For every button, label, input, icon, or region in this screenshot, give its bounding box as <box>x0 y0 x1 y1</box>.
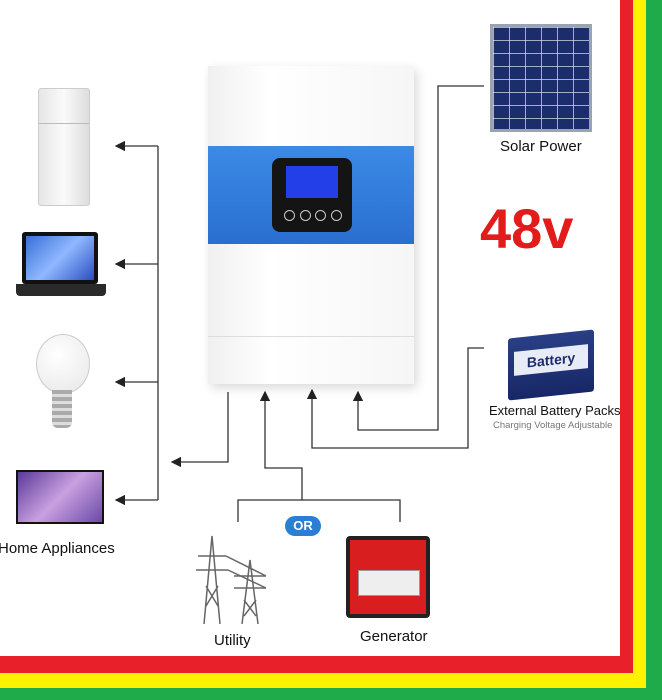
button-icon <box>330 210 342 221</box>
battery-sublabel: Charging Voltage Adjustable <box>493 420 613 431</box>
tv-icon <box>16 470 104 524</box>
battery-icon: Battery <box>508 329 594 401</box>
solar-label: Solar Power <box>500 138 582 155</box>
voltage-label: 48v <box>480 197 574 260</box>
or-badge: OR <box>285 516 321 536</box>
home-appliances-label: Home Appliances <box>0 540 115 557</box>
laptop-icon <box>22 232 98 284</box>
lcd-screen <box>286 166 338 198</box>
generator-icon <box>346 536 430 618</box>
generator-label: Generator <box>360 628 428 645</box>
fridge-icon <box>38 88 90 206</box>
inverter <box>208 66 414 384</box>
button-icon <box>284 210 295 221</box>
solar-panel-icon <box>490 24 592 132</box>
light-bulb-icon <box>36 334 90 394</box>
laptop-base <box>16 284 106 296</box>
utility-label: Utility <box>214 632 251 649</box>
bulb-base <box>52 390 72 428</box>
button-icon <box>315 210 327 221</box>
button-icon <box>299 210 311 221</box>
battery-label: External Battery Packs <box>489 403 621 418</box>
inverter-display-panel <box>272 158 352 232</box>
inverter-bottom-line <box>208 336 414 337</box>
utility-tower-icon <box>196 535 267 625</box>
control-buttons <box>284 210 342 222</box>
battery-name: Battery <box>514 344 588 376</box>
